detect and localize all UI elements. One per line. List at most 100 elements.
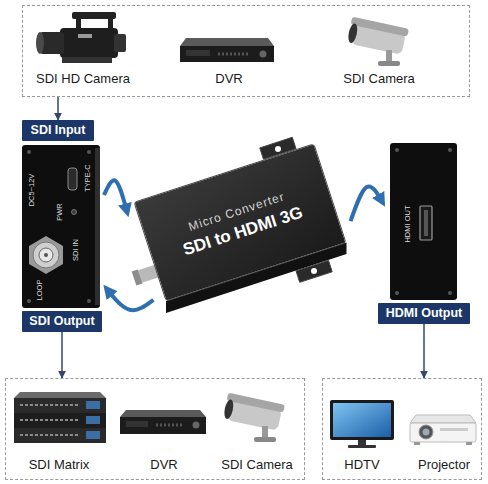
illustration-part: [27, 299, 31, 303]
signal-line: [423, 324, 425, 378]
illustration-part: [39, 248, 53, 262]
illustration-part: [114, 34, 126, 52]
illustration-part: [330, 400, 394, 440]
illustration-part: [20, 405, 80, 435]
device-label: SDI Matrix: [29, 457, 90, 473]
illustration-part: [423, 429, 430, 436]
illustration-part: [395, 291, 399, 295]
device-label: SDI Camera: [221, 457, 293, 473]
panel-marking: PWR: [56, 203, 64, 221]
illustration-part: [72, 12, 116, 19]
illustration-part: [62, 57, 112, 63]
illustration-part: [262, 426, 268, 438]
illustration-part: [347, 23, 359, 44]
illustration-part: [72, 210, 77, 215]
illustration-part: [87, 299, 91, 303]
illustration-part: [22, 145, 100, 308]
port-label: HDMI Output: [386, 306, 462, 321]
illustration-part: [120, 410, 206, 417]
illustration-part: [227, 393, 285, 413]
illustration-part: [29, 236, 63, 274]
signal-line: [61, 332, 63, 378]
dvr-icon: [180, 38, 274, 62]
illustration-part: [311, 268, 317, 274]
illustration-part: [254, 437, 276, 442]
illustration-part: [156, 424, 184, 427]
illustration-part: [27, 150, 31, 154]
sdi-matrix-icon: [14, 392, 106, 443]
illustration-part: [440, 428, 468, 431]
panel-marking: LOOP: [36, 280, 44, 301]
port-panel: DC5~12V TYPE-C PWR SDI IN LOOP: [22, 145, 100, 308]
view-arrow: [106, 288, 153, 310]
illustration-part: [448, 148, 452, 152]
camera-icon: [223, 393, 285, 442]
illustration-part: [424, 210, 428, 236]
converter-box: Micro ConverterSDI to HDMI 3G: [133, 143, 346, 302]
illustration-part: [60, 28, 118, 58]
camcorder-icon: [36, 12, 126, 63]
port-label-tag: SDI Output: [22, 311, 102, 332]
illustration-part: [76, 18, 81, 29]
illustration-part: [86, 431, 100, 439]
illustration-part: [347, 17, 409, 55]
illustration-part: [87, 150, 91, 154]
illustration-part: [120, 417, 206, 434]
illustration-part: [86, 401, 100, 409]
sdi-side-panel: [22, 145, 100, 308]
port-panel: HDMI OUT: [390, 143, 457, 300]
view-arrow: [351, 186, 383, 221]
illustration-part: [223, 393, 285, 431]
illustration-part: [333, 403, 391, 437]
illustration-part: [275, 146, 281, 152]
illustration-part: [358, 440, 366, 445]
illustration-part: [78, 34, 92, 38]
projector-icon: [410, 415, 476, 445]
port-label-tag: HDMI Output: [378, 303, 470, 324]
illustration-part: [390, 143, 457, 300]
illustration-part: [134, 277, 140, 279]
illustration-part: [180, 38, 274, 46]
illustration-part: [395, 148, 399, 152]
illustration-part: [448, 291, 452, 295]
illustration-part: [419, 425, 433, 439]
view-arrow: [104, 180, 127, 213]
illustration-part: [260, 51, 267, 58]
illustration-part: [410, 415, 476, 423]
panel-marking: TYPE-C: [84, 164, 92, 192]
device-label: SDI Camera: [343, 71, 415, 87]
illustration-part: [223, 399, 235, 420]
port-label: SDI Output: [29, 314, 94, 329]
converter-housing: [134, 137, 347, 313]
port-label: SDI Input: [31, 123, 86, 138]
illustration-part: [410, 423, 476, 442]
illustration-part: [126, 421, 148, 427]
illustration-part: [14, 392, 106, 398]
illustration-part: [348, 445, 376, 448]
panel-marking: HDMI OUT: [404, 205, 412, 242]
illustration-part: [420, 206, 432, 240]
hdtv-icon: [330, 400, 394, 448]
illustration-part: [218, 53, 250, 56]
panel-marking: DC5~12V: [28, 174, 36, 207]
device-group-box: HDTVProjector: [322, 378, 482, 480]
signal-line: [57, 97, 59, 120]
illustration-part: [386, 50, 392, 62]
panel-marking: SDI IN: [72, 239, 80, 261]
device-group-box: SDI Matrix DVR SDI Camera: [5, 378, 305, 480]
illustration-part: [68, 168, 77, 190]
illustration-part: [414, 442, 420, 445]
device-label: SDI HD Camera: [36, 71, 130, 87]
illustration-part: [108, 18, 113, 29]
illustration-part: [193, 422, 200, 429]
illustration-part: [351, 17, 409, 37]
device-group-box: SDI HD CameraDVRSDI Camera: [22, 5, 470, 97]
illustration-part: [296, 260, 332, 282]
illustration-part: [86, 416, 100, 424]
illustration-part: [466, 442, 472, 445]
device-label: DVR: [150, 457, 177, 473]
illustration-part: [44, 253, 48, 257]
hdmi-side-panel: [390, 143, 457, 300]
